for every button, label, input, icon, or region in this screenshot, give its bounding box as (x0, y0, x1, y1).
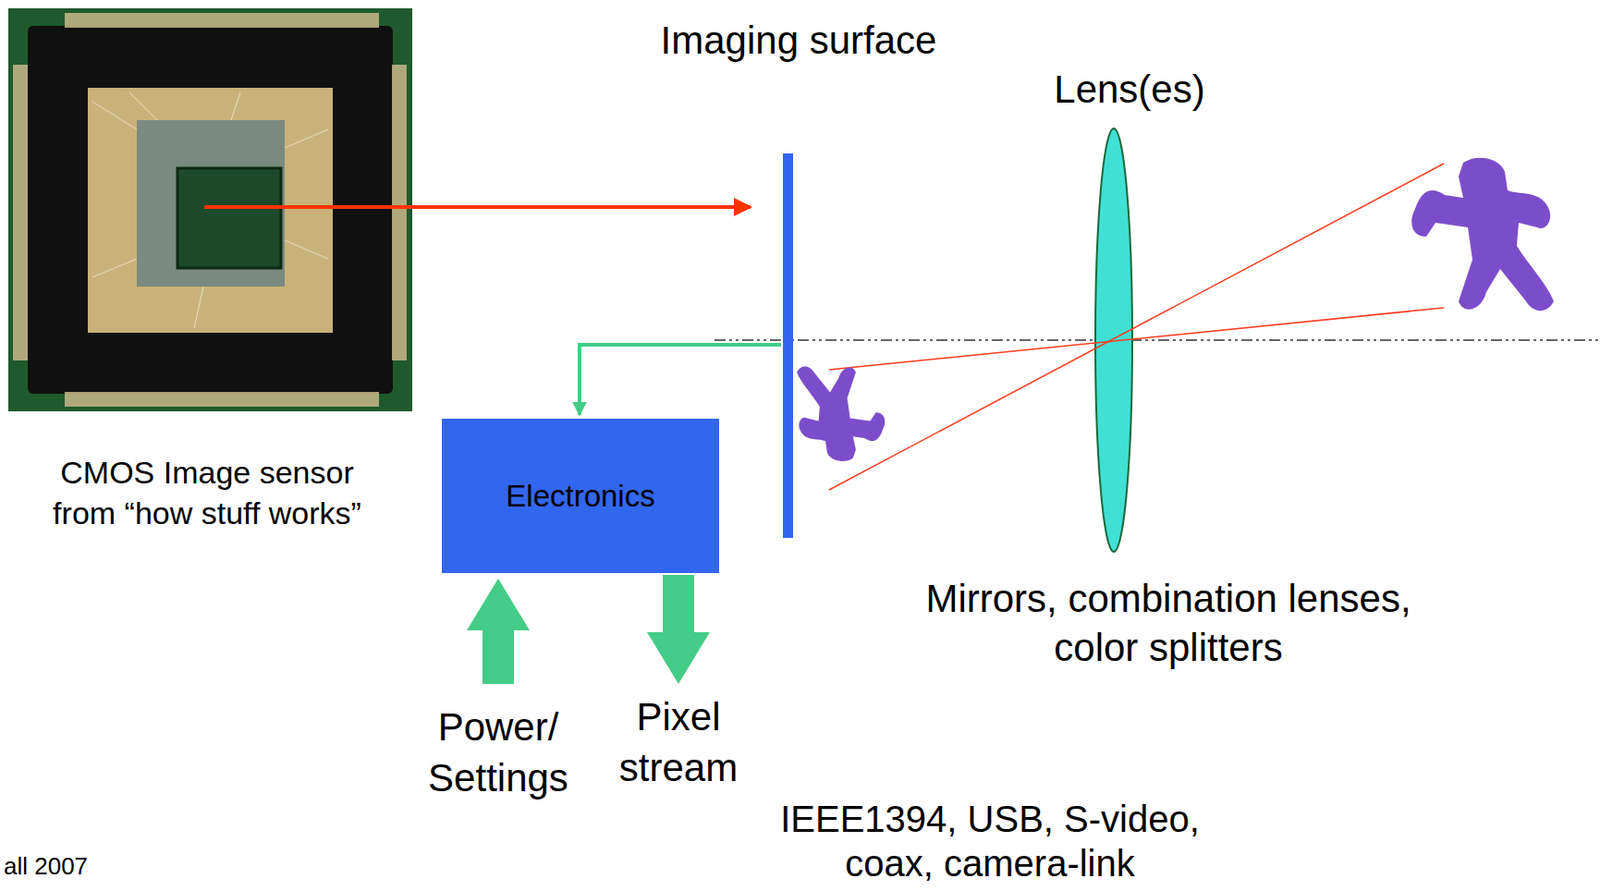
photo-caption: CMOS Image sensor from “how stuff works” (49, 451, 365, 534)
image-figure (796, 366, 885, 463)
sensor-photo (8, 8, 413, 412)
optical-axis (714, 339, 1600, 342)
bond-wires (92, 92, 329, 329)
chip-pins (12, 12, 407, 407)
pixel-array (177, 168, 281, 269)
footer-text: all 2007 (3, 852, 189, 881)
object-figure (1411, 158, 1554, 311)
pixel-label: Pixel stream (604, 692, 753, 794)
chip-package (27, 25, 393, 394)
imaging-surface (782, 153, 794, 538)
power-arrow (466, 578, 530, 684)
node-label: Electronics (505, 478, 655, 514)
optics-note: Mirrors, combination lenses, color split… (909, 574, 1428, 673)
lens-label: Lens(es) (990, 66, 1269, 113)
signal-arrow (579, 344, 782, 416)
electronics-box: Electronics (441, 418, 720, 574)
pointer-arrow (204, 205, 751, 209)
chip-cavity (87, 87, 333, 333)
pcb (8, 8, 413, 412)
light-rays (829, 163, 1444, 490)
surface-label: Imaging surface (659, 17, 938, 64)
chip-die (136, 120, 285, 287)
interface-note: IEEE1394, USB, S-video, coax, camera-lin… (758, 796, 1222, 886)
pixel-arrow (647, 574, 710, 684)
power-label: Power/ Settings (410, 702, 587, 804)
